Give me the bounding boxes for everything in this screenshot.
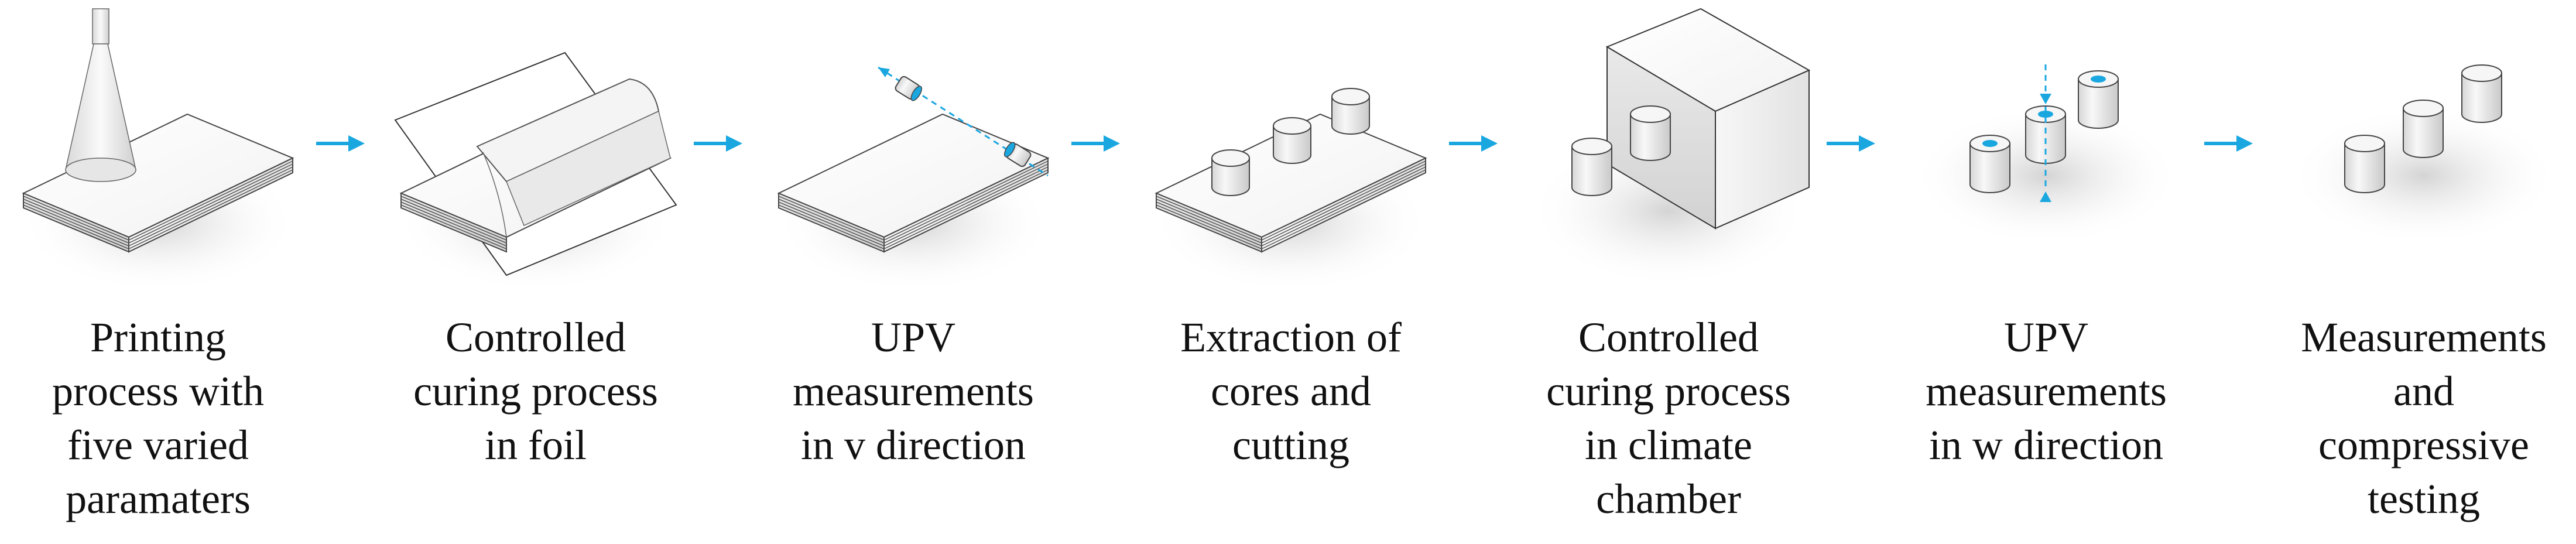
step-extraction: Extraction of cores and cutting [1145, 0, 1437, 544]
upv-v-transducer-icon [773, 66, 1054, 293]
core-extraction-icon [1150, 88, 1431, 293]
step-extraction-caption: Extraction of cores and cutting [1180, 314, 1402, 468]
climate-chamber-icon [1528, 8, 1811, 287]
flow-arrow-icon [694, 135, 742, 152]
step-foil-curing-caption: Controlled curing process in foil [413, 314, 658, 468]
step-foil-curing: Controlled curing process in foil [389, 0, 682, 544]
step-upv-v-caption: UPV measurements in v direction [793, 314, 1034, 468]
foil-cover-icon [394, 52, 677, 293]
flow-arrow-icon [1827, 135, 1875, 152]
step-upv-v: UPV measurements in v direction [767, 0, 1060, 544]
upv-w-transducer-icon [1912, 64, 2181, 246]
flow-arrow-icon [1071, 135, 1120, 152]
step-climate-curing-caption: Controlled curing process in climate cha… [1546, 314, 1791, 522]
step-printing: Printing process with five varied parama… [12, 0, 304, 544]
step-climate-curing: Controlled curing process in climate cha… [1522, 0, 1815, 544]
step-printing-caption: Printing process with five varied parama… [52, 314, 264, 522]
compression-test-icon [2289, 64, 2558, 246]
step-testing: Measurements and compressive testing [2277, 0, 2570, 544]
step-upv-w-caption: UPV measurements in w direction [1926, 314, 2167, 468]
flow-arrow-icon [1449, 135, 1498, 152]
flow-arrow-icon [316, 135, 365, 152]
flow-arrow-icon [2204, 135, 2253, 152]
step-upv-w: UPV measurements in w direction [1900, 0, 2193, 544]
step-testing-caption: Measurements and compressive testing [2301, 314, 2547, 522]
print-nozzle-icon [18, 8, 299, 293]
